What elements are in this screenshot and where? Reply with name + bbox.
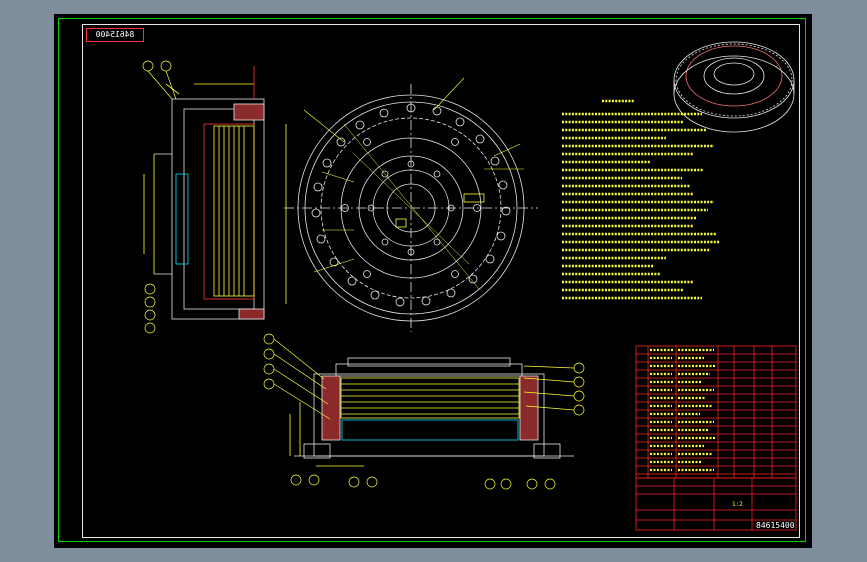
front-circular-view <box>284 84 538 332</box>
side-section-view <box>143 66 287 320</box>
side-section-balloons <box>142 60 177 334</box>
front-view-leaders <box>303 77 524 273</box>
drawing-canvas: 1:2 84615400 <box>142 41 797 531</box>
iso-render <box>673 41 795 133</box>
bolt-holes <box>311 103 511 307</box>
outer-border <box>58 18 806 542</box>
parts-list-table <box>635 345 797 531</box>
scale-label: 1:2 <box>732 501 743 508</box>
bottom-section-view <box>289 357 574 467</box>
inner-border <box>82 24 800 538</box>
drawing-number: 84615400 <box>756 521 795 530</box>
bottom-view-balloons <box>263 333 585 490</box>
parts-list-marks <box>650 348 716 472</box>
technical-notes <box>562 99 720 300</box>
drawing-viewport[interactable]: 84615400 <box>54 14 812 548</box>
